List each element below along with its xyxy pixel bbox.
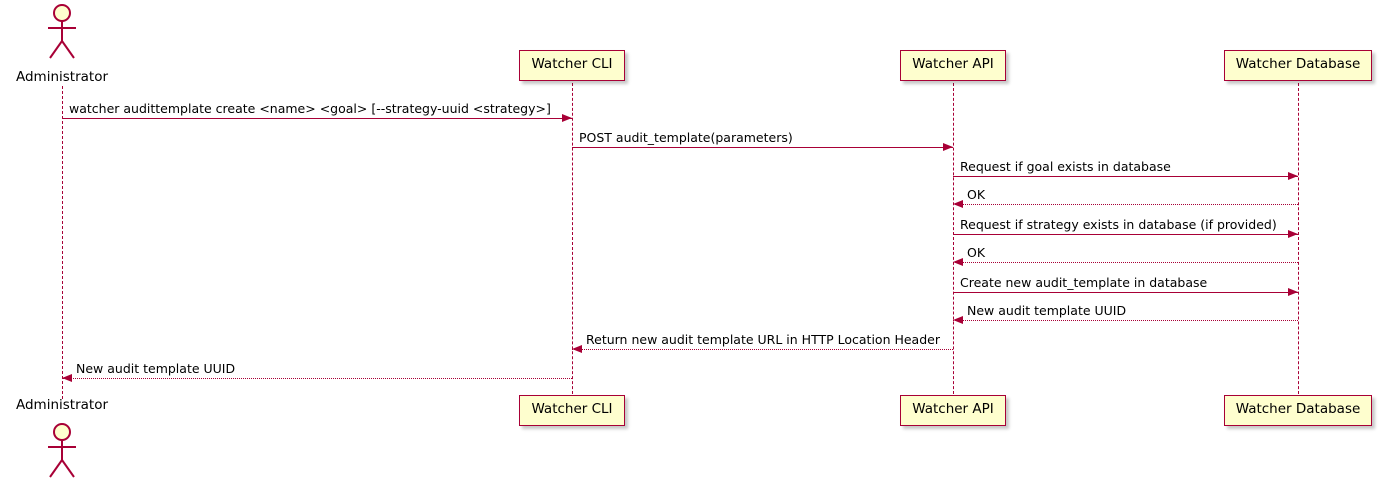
message-label-7: Create new audit_template in database xyxy=(960,275,1208,290)
message-label-10: New audit template UUID xyxy=(76,361,236,376)
actor-figure-administrator-top xyxy=(38,2,86,64)
message-label-1: watcher audittemplate create <name> <goa… xyxy=(69,101,551,116)
message-arrowhead-7 xyxy=(1288,288,1298,296)
actor-label-administrator-bottom: Administrator xyxy=(15,397,109,413)
message-arrowhead-10 xyxy=(62,374,72,382)
message-arrowhead-5 xyxy=(1288,230,1298,238)
message-line-2 xyxy=(572,147,953,148)
message-label-8: New audit template UUID xyxy=(967,303,1127,318)
message-line-4 xyxy=(953,204,1298,205)
message-arrowhead-2 xyxy=(943,143,953,151)
participant-box-watcher-api-bottom[interactable]: Watcher API xyxy=(900,395,1006,426)
lifeline-administrator xyxy=(62,86,63,399)
message-label-6: OK xyxy=(967,245,986,260)
message-label-2: POST audit_template(parameters) xyxy=(579,130,793,145)
message-line-6 xyxy=(953,262,1298,263)
actor-figure-administrator-bottom xyxy=(38,421,86,483)
actor-label-administrator-top: Administrator xyxy=(15,69,109,85)
message-line-9 xyxy=(572,349,953,350)
message-arrowhead-1 xyxy=(562,114,572,122)
lifeline-watcher-api xyxy=(953,83,954,399)
message-label-9: Return new audit template URL in HTTP Lo… xyxy=(586,332,940,347)
lifeline-watcher-db xyxy=(1298,83,1299,399)
message-line-8 xyxy=(953,320,1298,321)
message-label-4: OK xyxy=(967,187,986,202)
message-line-5 xyxy=(953,234,1298,235)
message-arrowhead-9 xyxy=(572,345,582,353)
message-arrowhead-8 xyxy=(953,316,963,324)
message-arrowhead-3 xyxy=(1288,172,1298,180)
message-line-7 xyxy=(953,292,1298,293)
participant-box-watcher-cli-bottom[interactable]: Watcher CLI xyxy=(519,395,625,426)
participant-box-watcher-api-top[interactable]: Watcher API xyxy=(900,50,1006,81)
message-arrowhead-6 xyxy=(953,258,963,266)
message-line-1 xyxy=(62,118,572,119)
lifeline-watcher-cli xyxy=(572,83,573,399)
message-arrowhead-4 xyxy=(953,200,963,208)
message-label-3: Request if goal exists in database xyxy=(960,159,1171,174)
message-line-10 xyxy=(62,378,572,379)
participant-box-watcher-cli-top[interactable]: Watcher CLI xyxy=(519,50,625,81)
participant-box-watcher-db-top[interactable]: Watcher Database xyxy=(1223,50,1373,81)
participant-box-watcher-db-bottom[interactable]: Watcher Database xyxy=(1223,395,1373,426)
message-line-3 xyxy=(953,176,1298,177)
message-label-5: Request if strategy exists in database (… xyxy=(960,217,1277,232)
